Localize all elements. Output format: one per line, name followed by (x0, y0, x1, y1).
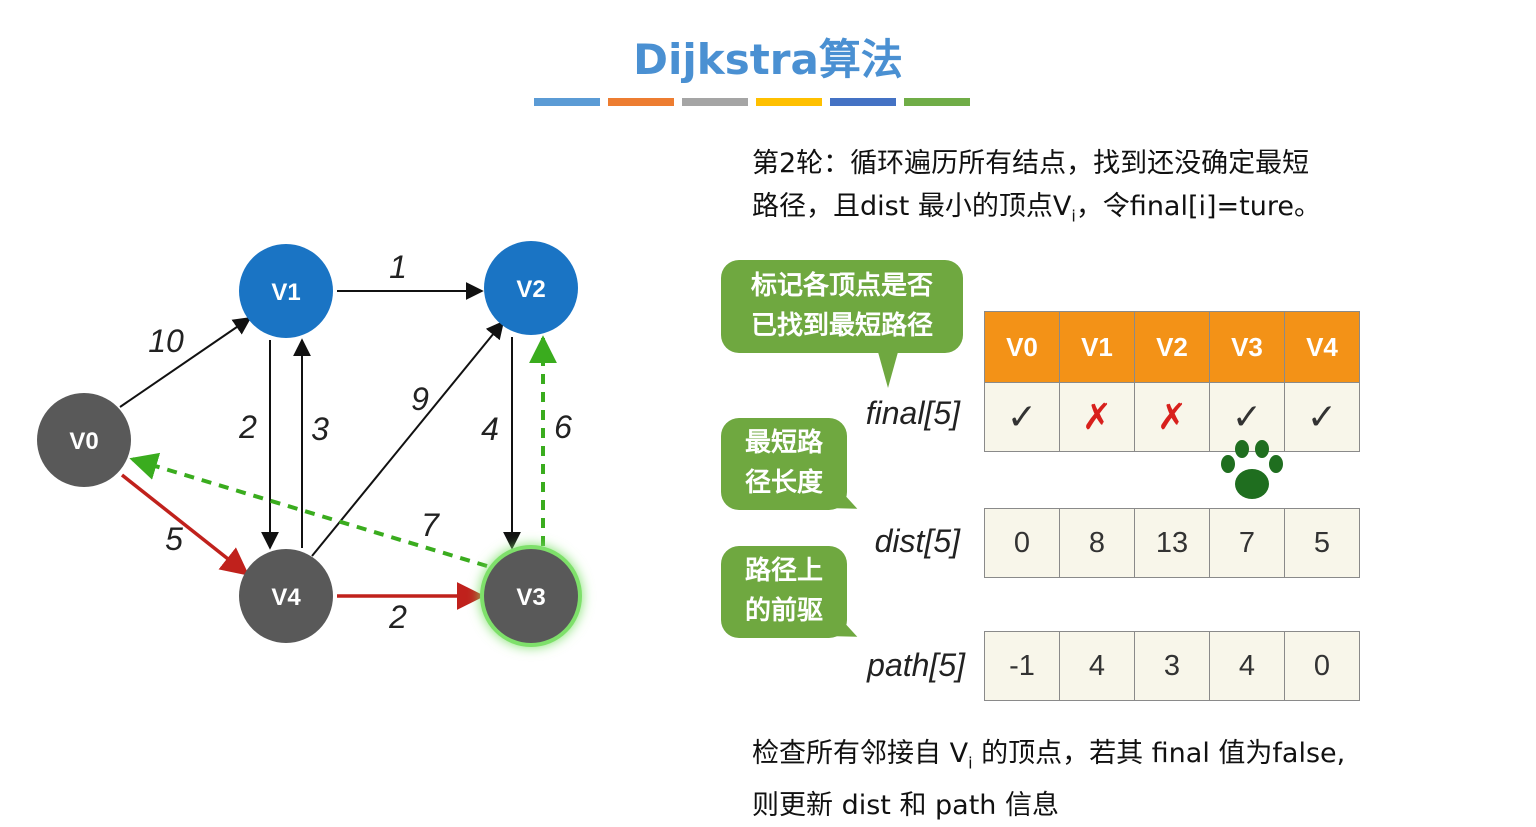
edge-weight-v0-v1: 10 (148, 323, 184, 359)
final-cell: ✗ (1134, 382, 1210, 452)
dist-cell: 13 (1134, 508, 1210, 578)
title-underline-bars (534, 98, 974, 106)
path-note-bubble: 路径上 的前驱 (721, 546, 847, 638)
final-cell: ✓ (984, 382, 1060, 452)
check-icon: ✓ (1006, 396, 1038, 437)
edge-v0-v1 (119, 316, 252, 408)
node-v4: V4 (239, 549, 333, 643)
path-cell: 4 (1059, 631, 1135, 701)
final-note-tail (878, 352, 898, 388)
node-circle (37, 393, 131, 487)
paw-print-icon (1221, 440, 1283, 499)
edge-weight-v1-v2: 1 (389, 249, 407, 285)
dist-note-bubble: 最短路 径长度 (721, 418, 847, 510)
title-bar-segment (904, 98, 970, 106)
edge-weight-v0-v4: 5 (165, 521, 183, 557)
final-note-line-2: 已找到最短路径 (750, 311, 933, 341)
dist-row: 0 8 13 7 5 (984, 508, 1360, 578)
path-cell: 3 (1134, 631, 1210, 701)
bottom-line-1-post: 的顶点，若其 final 值为false, (972, 738, 1346, 769)
edge-weight-v4-v2: 9 (411, 381, 429, 417)
header-cell: V0 (984, 311, 1060, 383)
vertex-header-row: V0 V1 V2 V3 V4 (984, 311, 1360, 383)
final-array-label: final[5] (865, 395, 960, 431)
edge-weight-v3-v0: 7 (421, 507, 440, 543)
header-cell: V4 (1284, 311, 1360, 383)
path-cell: 4 (1209, 631, 1285, 701)
final-note-bubble: 标记各顶点是否 已找到最短路径 (721, 260, 963, 353)
path-cell: -1 (984, 631, 1060, 701)
node-v0: V0 (37, 393, 131, 487)
dist-cell: 8 (1059, 508, 1135, 578)
instruction-text-top: 第2轮：循环遍历所有结点，找到还没确定最短 路径，且dist 最小的顶点Vi，令… (752, 142, 1452, 237)
edge-v4-v2 (311, 320, 505, 557)
node-circle (484, 241, 578, 335)
dist-cell: 7 (1209, 508, 1285, 578)
final-row: ✓ ✗ ✗ ✓ ✓ (984, 382, 1360, 452)
path-cell: 0 (1284, 631, 1360, 701)
instruction-line-1: 第2轮：循环遍历所有结点，找到还没确定最短 (752, 148, 1310, 179)
check-icon: ✓ (1231, 396, 1263, 437)
path-array-label: path[5] (867, 647, 965, 683)
edge-weight-v2-v3: 4 (481, 411, 499, 447)
header-cell: V2 (1134, 311, 1210, 383)
dist-array-label: dist[5] (874, 523, 960, 559)
dist-note-line-2: 径长度 (744, 468, 823, 498)
title-bar-segment (608, 98, 674, 106)
cross-icon: ✗ (1156, 396, 1188, 437)
node-v1: V1 (239, 244, 333, 338)
node-label: V1 (271, 279, 300, 306)
dist-cell: 5 (1284, 508, 1360, 578)
path-note-line-1: 路径上 (744, 556, 823, 586)
node-v3: V3 (480, 545, 582, 647)
title-bar-segment (830, 98, 896, 106)
node-circle (484, 549, 578, 643)
instruction-line-2-sub: i (1071, 206, 1076, 226)
node-v2: V2 (484, 241, 578, 335)
final-table: V0 V1 V2 V3 V4 ✓ ✗ ✗ ✓ ✓ (984, 311, 1360, 452)
dist-note-line-1: 最短路 (744, 428, 823, 458)
edge-weight-v1-v4: 2 (238, 409, 257, 445)
dist-table: 0 8 13 7 5 (984, 508, 1360, 578)
final-cell: ✓ (1209, 382, 1285, 452)
instruction-line-2-pre: 路径，且dist 最小的顶点V (752, 191, 1072, 222)
edge-v0-v4 (120, 473, 250, 576)
edge-weight-v3-v2: 6 (554, 409, 572, 445)
node-label: V0 (69, 428, 98, 455)
node-circle (239, 549, 333, 643)
instruction-line-2: 路径，且dist 最小的顶点Vi，令final[i]=ture。 (752, 185, 1452, 237)
edge-weight-v4-v1: 3 (311, 411, 329, 447)
edge-weight-v4-v3: 2 (388, 599, 407, 635)
title-bar-segment (756, 98, 822, 106)
edge-v3-v0 (129, 452, 488, 568)
instruction-text-bottom: 检查所有邻接自 Vi 的顶点，若其 final 值为false, 则更新 dis… (752, 732, 1452, 827)
cross-icon: ✗ (1081, 396, 1113, 437)
instruction-line-2-post: ，令final[i]=ture。 (1075, 191, 1321, 222)
final-note-line-1: 标记各顶点是否 (750, 271, 933, 301)
node-label: V4 (271, 584, 301, 611)
bottom-line-1: 检查所有邻接自 Vi 的顶点，若其 final 值为false, (752, 732, 1452, 784)
title-bar-segment (534, 98, 600, 106)
bottom-line-1-pre: 检查所有邻接自 V (752, 738, 969, 769)
header-cell: V3 (1209, 311, 1285, 383)
title-bar-segment (682, 98, 748, 106)
path-row: -1 4 3 4 0 (984, 631, 1360, 701)
dist-cell: 0 (984, 508, 1060, 578)
node-label: V3 (516, 584, 545, 611)
final-cell: ✗ (1059, 382, 1135, 452)
check-icon: ✓ (1306, 396, 1338, 437)
node-circle (239, 244, 333, 338)
final-cell: ✓ (1284, 382, 1360, 452)
bottom-line-1-sub: i (968, 753, 973, 773)
header-cell: V1 (1059, 311, 1135, 383)
path-table: -1 4 3 4 0 (984, 631, 1360, 701)
path-note-line-2: 的前驱 (744, 596, 823, 626)
node-label: V2 (516, 276, 545, 303)
bottom-line-2: 则更新 dist 和 path 信息 (752, 790, 1060, 822)
page-title: Dijkstra算法 (633, 35, 903, 84)
